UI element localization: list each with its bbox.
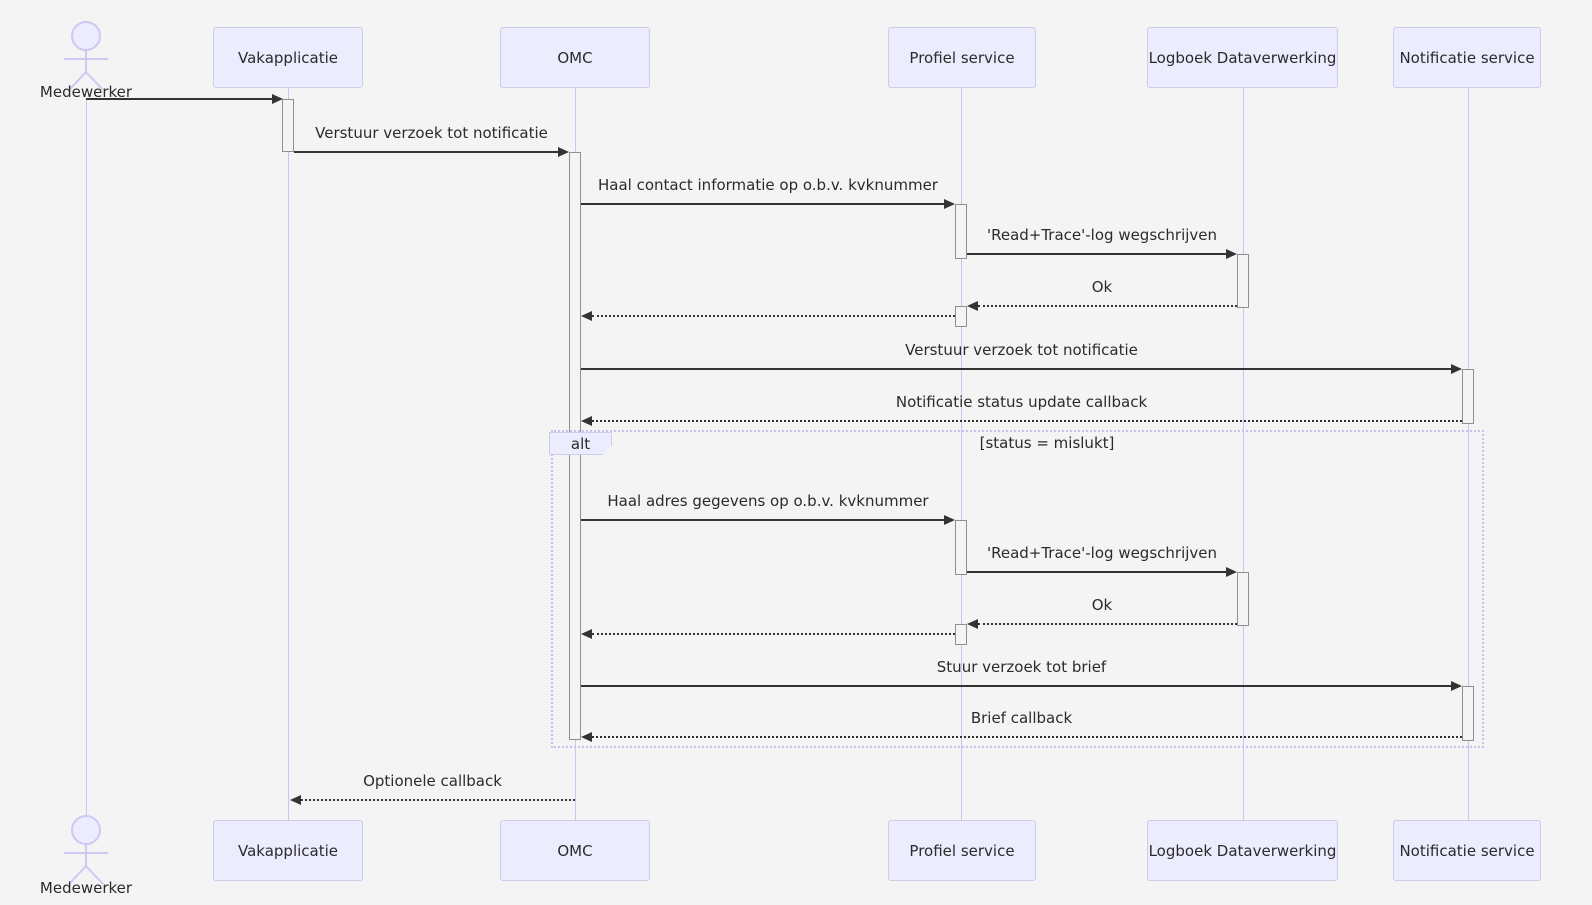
activation-logboek-1 [1237, 254, 1249, 308]
message-line-13 [592, 736, 1462, 738]
arrowhead-13 [581, 732, 592, 742]
message-line-4 [978, 305, 1237, 307]
arrowhead-14 [290, 795, 301, 805]
participant-label: Notificatie service [1399, 48, 1535, 67]
message-label-14: Optionele callback [363, 772, 502, 790]
message-label-4: Ok [1091, 278, 1113, 296]
participant-label: Profiel service [909, 841, 1015, 860]
participant-label: Profiel service [909, 48, 1015, 67]
participant-vakapplicatie-top: Vakapplicatie [213, 27, 363, 88]
message-label-9: 'Read+Trace'-log wegschrijven [986, 544, 1218, 562]
activation-profiel-1 [955, 204, 967, 259]
message-line-12 [581, 685, 1451, 687]
lifeline-medewerker [85, 100, 87, 818]
arrowhead-4 [967, 301, 978, 311]
message-line-14 [301, 799, 575, 801]
participant-notificatie-service-top: Notificatie service [1393, 27, 1541, 88]
arrowhead-7 [581, 416, 592, 426]
message-label-12: Stuur verzoek tot brief [936, 658, 1107, 676]
activation-notificatie-1 [1462, 369, 1474, 424]
alt-label-tab: alt [549, 432, 612, 455]
message-label-8: Haal adres gegevens op o.b.v. kvknummer [607, 492, 929, 510]
activation-logboek-2 [1237, 572, 1249, 626]
activation-notificatie-2 [1462, 686, 1474, 741]
message-label-2: Haal contact informatie op o.b.v. kvknum… [598, 176, 938, 194]
participant-logboek-dataverwerking-top: Logboek Dataverwerking [1147, 27, 1338, 88]
arrowhead-11 [581, 629, 592, 639]
arrowhead-9 [1226, 567, 1237, 577]
message-line-8 [581, 519, 944, 521]
participant-profiel-service-top: Profiel service [888, 27, 1036, 88]
actor-figure-medewerker-top [64, 21, 108, 91]
arrowhead-0 [272, 94, 283, 104]
arrowhead-8 [944, 515, 955, 525]
participant-label: Vakapplicatie [238, 48, 338, 67]
message-line-5 [592, 315, 955, 317]
message-line-1 [294, 151, 558, 153]
lifeline-vakapplicatie [287, 88, 289, 820]
arrowhead-10 [967, 619, 978, 629]
arrowhead-1 [558, 147, 569, 157]
arrowhead-6 [1451, 364, 1462, 374]
message-line-7 [592, 420, 1462, 422]
arrowhead-5 [581, 311, 592, 321]
participant-label: OMC [557, 48, 593, 67]
participant-omc-top: OMC [500, 27, 650, 88]
participant-label: Notificatie service [1399, 841, 1535, 860]
lifeline-profiel-service [960, 88, 962, 820]
arrowhead-12 [1451, 681, 1462, 691]
activation-profiel-4 [955, 624, 967, 645]
participant-logboek-dataverwerking-bottom: Logboek Dataverwerking [1147, 820, 1338, 881]
participant-profiel-service-bottom: Profiel service [888, 820, 1036, 881]
alt-frame [551, 430, 1484, 748]
arrowhead-3 [1226, 249, 1237, 259]
message-label-6: Verstuur verzoek tot notificatie [905, 341, 1138, 359]
message-line-0 [86, 98, 272, 100]
message-label-10: Ok [1091, 596, 1113, 614]
message-line-9 [967, 571, 1226, 573]
message-label-7: Notificatie status update callback [895, 393, 1148, 411]
alt-condition: [status = mislukt] [979, 434, 1115, 452]
message-label-1: Verstuur verzoek tot notificatie [315, 124, 548, 142]
participant-label: Logboek Dataverwerking [1148, 841, 1337, 860]
message-line-3 [967, 253, 1226, 255]
lifeline-notificatie-service [1467, 88, 1469, 820]
participant-label: Vakapplicatie [238, 841, 338, 860]
participant-label: Logboek Dataverwerking [1148, 48, 1337, 67]
lifeline-logboek-dataverwerking [1242, 88, 1244, 820]
message-line-2 [581, 203, 944, 205]
participant-vakapplicatie-bottom: Vakapplicatie [213, 820, 363, 881]
arrowhead-2 [944, 199, 955, 209]
alt-label: alt [570, 434, 591, 453]
message-label-3: 'Read+Trace'-log wegschrijven [986, 226, 1218, 244]
message-label-13: Brief callback [970, 709, 1073, 727]
participant-label: OMC [557, 841, 593, 860]
activation-profiel-3 [955, 520, 967, 575]
activation-profiel-2 [955, 306, 967, 327]
participant-omc-bottom: OMC [500, 820, 650, 881]
message-line-10 [978, 623, 1237, 625]
message-line-11 [592, 633, 955, 635]
actor-label-medewerker-bottom: Medewerker [39, 879, 133, 897]
actor-figure-medewerker-bottom [64, 815, 108, 885]
message-line-6 [581, 368, 1451, 370]
participant-notificatie-service-bottom: Notificatie service [1393, 820, 1541, 881]
actor-label-medewerker-top: Medewerker [39, 83, 133, 101]
activation-vakapplicatie [282, 99, 294, 152]
